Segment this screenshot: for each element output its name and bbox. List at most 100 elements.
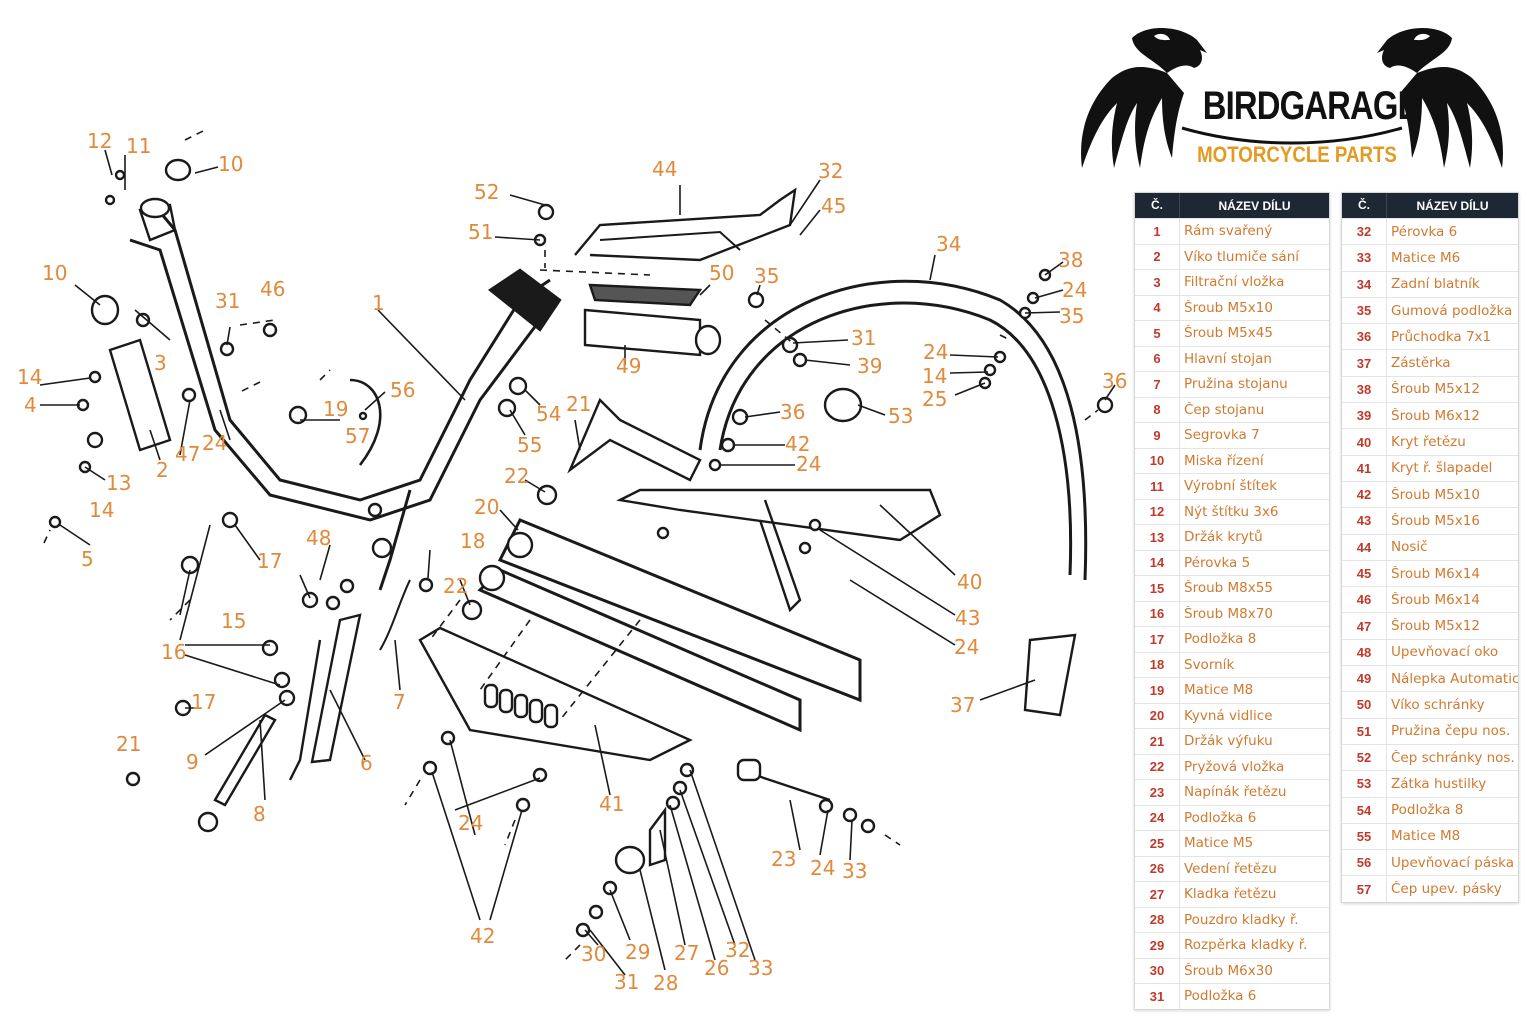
part-number: 45 [1342, 560, 1387, 587]
callout-23: 23 [771, 847, 796, 871]
part-name: Průchodka 7x1 [1391, 328, 1492, 345]
part-name: Miska řízení [1184, 452, 1264, 469]
part-name: Nýt štítku 3x6 [1184, 503, 1279, 520]
part-name: Zátka hustilky [1391, 775, 1487, 792]
part-name: Čep upev. pásky [1391, 881, 1502, 898]
callout-16: 16 [161, 640, 186, 664]
callout-31b: 31 [215, 289, 240, 313]
callout-24g: 24 [810, 856, 835, 880]
part-name: Pérovka 6 [1391, 223, 1458, 240]
callout-6: 6 [360, 751, 373, 775]
part-name: Šroub M5x12 [1391, 618, 1480, 635]
callout-40: 40 [957, 570, 982, 594]
part-number: 31 [1135, 984, 1180, 1009]
callout-46: 46 [260, 277, 285, 301]
part-number: 33 [1342, 245, 1387, 271]
callout-30: 30 [581, 942, 606, 966]
part-number: 41 [1342, 455, 1387, 481]
part-name: Šroub M5x45 [1184, 325, 1273, 342]
table-header: Č. NÁZEV DÍLU [1135, 193, 1329, 218]
part-number: 14 [1135, 550, 1180, 575]
part-name: Šroub M8x55 [1184, 580, 1273, 597]
callout-29: 29 [625, 940, 650, 964]
callout-14c: 14 [922, 364, 947, 388]
part-number: 54 [1342, 797, 1387, 823]
part-number: 55 [1342, 823, 1387, 850]
callout-39: 39 [857, 354, 882, 378]
brand-name: BIRDGARAGE [1202, 84, 1420, 128]
part-number: 6 [1135, 346, 1180, 371]
part-name: Čep schránky nos. [1391, 749, 1515, 766]
callout-22b: 22 [443, 574, 468, 598]
callout-3: 3 [154, 351, 167, 375]
brand-subtitle: MOTORCYCLE PARTS [1197, 142, 1397, 167]
callout-24e: 24 [954, 635, 979, 659]
callout-1: 1 [372, 291, 385, 315]
part-number: 1 [1135, 219, 1180, 244]
callout-52: 52 [474, 180, 499, 204]
part-number: 56 [1342, 850, 1387, 876]
part-number: 26 [1135, 856, 1180, 881]
part-name: Hlavní stojan [1184, 350, 1272, 367]
part-name: Napínák řetězu [1184, 784, 1287, 801]
callout-9: 9 [186, 750, 199, 774]
part-number: 24 [1135, 805, 1180, 830]
part-number: 25 [1135, 831, 1180, 856]
part-name: Šroub M6x14 [1391, 591, 1480, 608]
callout-53: 53 [888, 404, 913, 428]
part-number: 23 [1135, 780, 1180, 805]
part-number: 13 [1135, 525, 1180, 550]
part-number: 8 [1135, 397, 1180, 422]
part-number: 27 [1135, 882, 1180, 907]
part-name: Podložka 6 [1184, 988, 1257, 1005]
part-name: Šroub M5x10 [1184, 299, 1273, 316]
part-number: 34 [1342, 271, 1387, 297]
callout-56: 56 [390, 378, 415, 402]
part-number: 57 [1342, 876, 1387, 902]
part-name: Upevňovací oko [1391, 644, 1499, 661]
callout-47: 47 [175, 442, 200, 466]
callout-31: 31 [614, 970, 639, 994]
part-name: Vedení řetězu [1184, 860, 1277, 877]
part-name: Podložka 6 [1184, 809, 1257, 826]
callout-32: 32 [818, 159, 843, 183]
part-number: 28 [1135, 907, 1180, 932]
part-name: Nálepka Automatic [1391, 670, 1518, 687]
callout-45: 45 [821, 194, 846, 218]
callout-20: 20 [474, 495, 499, 519]
callout-21b: 21 [116, 732, 141, 756]
part-name: Kyvná vidlice [1184, 707, 1273, 724]
part-name: Podložka 8 [1391, 802, 1464, 819]
part-number: 48 [1342, 639, 1387, 666]
part-number: 35 [1342, 297, 1387, 324]
callout-31c: 31 [851, 326, 876, 350]
callout-24c: 24 [923, 340, 948, 364]
part-name: Držák krytů [1184, 529, 1263, 546]
callout-numbers: 1 2 3 4 5 6 7 8 9 10 10 11 12 13 14 14 1… [17, 129, 1127, 995]
part-name: Matice M6 [1391, 249, 1461, 266]
part-name: Výrobní štítek [1184, 478, 1278, 495]
part-number: 38 [1342, 376, 1387, 403]
callout-37: 37 [950, 693, 975, 717]
callout-25: 25 [922, 387, 947, 411]
part-name: Segrovka 7 [1184, 427, 1260, 444]
part-number: 32 [1342, 219, 1387, 245]
